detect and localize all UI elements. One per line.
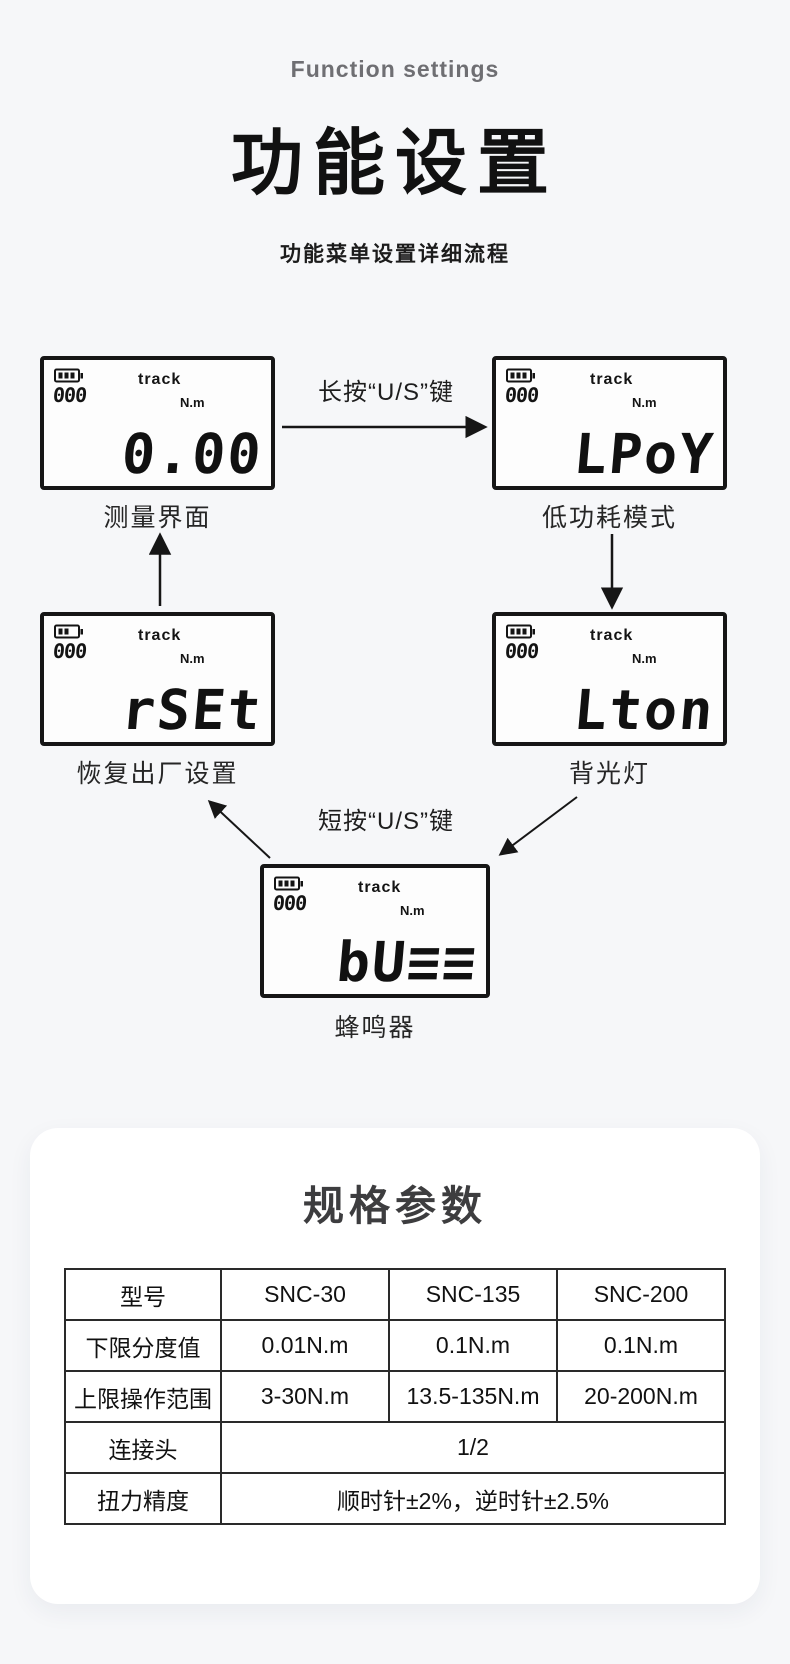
lcd-memory-counter: 000 xyxy=(51,639,88,663)
lcd-panel-reset: 000 track N.m rSEt xyxy=(40,612,275,746)
battery-icon xyxy=(54,368,83,383)
page-title: 功能设置 xyxy=(230,124,559,204)
lcd-mode-indicator: track xyxy=(138,371,182,388)
battery-icon xyxy=(506,624,535,639)
spec-row-label: 下限分度值 xyxy=(64,1319,222,1372)
table-row: 上限操作范围 3-30N.m 13.5-135N.m 20-200N.m xyxy=(64,1370,726,1423)
spec-cell: 0.1N.m xyxy=(556,1319,726,1372)
battery-icon xyxy=(274,876,303,891)
spec-cell: SNC-30 xyxy=(220,1268,390,1321)
specs-table: 型号 SNC-30 SNC-135 SNC-200 下限分度值 0.01N.m … xyxy=(64,1268,726,1525)
battery-icon xyxy=(54,624,83,639)
lcd-panel-measure: 000 track N.m 0.00 xyxy=(40,356,275,490)
lcd-unit-label: N.m xyxy=(180,395,205,410)
spec-cell: SNC-200 xyxy=(556,1268,726,1321)
lcd-main-value: rSEt xyxy=(118,678,265,743)
spec-cell: 3-30N.m xyxy=(220,1370,390,1423)
lcd-panel-backlight: 000 track N.m Lton xyxy=(492,612,727,746)
lcd-caption-reset: 恢复出厂设置 xyxy=(76,760,239,788)
lcd-unit-label: N.m xyxy=(632,651,657,666)
table-row: 连接头 1/2 xyxy=(64,1421,726,1474)
lcd-mode-indicator: track xyxy=(590,627,634,644)
lcd-unit-label: N.m xyxy=(180,651,205,666)
lcd-mode-indicator: track xyxy=(138,627,182,644)
lcd-unit-label: N.m xyxy=(400,903,425,918)
short-press-label: 短按“U/S”键 xyxy=(318,808,454,835)
lcd-main-value: 0.00 xyxy=(118,422,265,487)
lcd-memory-counter: 000 xyxy=(51,383,88,407)
spec-row-label: 扭力精度 xyxy=(64,1472,222,1525)
spec-cell: SNC-135 xyxy=(388,1268,558,1321)
table-row: 扭力精度 顺时针±2%，逆时针±2.5% xyxy=(64,1472,726,1525)
table-row: 型号 SNC-30 SNC-135 SNC-200 xyxy=(64,1268,726,1321)
lcd-caption-backlight: 背光灯 xyxy=(568,760,650,788)
spec-row-label: 型号 xyxy=(64,1268,222,1321)
arrow-backlight-to-buzzer xyxy=(498,796,578,856)
lcd-caption-lowpower: 低功耗模式 xyxy=(541,504,677,532)
lcd-main-value: LPoY xyxy=(570,422,717,487)
header-eyebrow: Function settings xyxy=(290,56,500,82)
battery-icon xyxy=(506,368,535,383)
lcd-panel-buzzer: 000 track N.m bU≡≡ xyxy=(260,864,490,998)
spec-cell-span: 1/2 xyxy=(220,1421,726,1474)
spec-cell-span: 顺时针±2%，逆时针±2.5% xyxy=(220,1472,726,1525)
spec-row-label: 连接头 xyxy=(64,1421,222,1474)
specs-card: 规格参数 型号 SNC-30 SNC-135 SNC-200 下限分度值 0.0… xyxy=(30,1128,760,1604)
spec-cell: 20-200N.m xyxy=(556,1370,726,1423)
lcd-unit-label: N.m xyxy=(632,395,657,410)
lcd-panel-lowpower: 000 track N.m LPoY xyxy=(492,356,727,490)
lcd-caption-measure: 测量界面 xyxy=(103,504,212,532)
long-press-label: 长按“U/S”键 xyxy=(318,379,454,406)
lcd-caption-buzzer: 蜂鸣器 xyxy=(334,1014,416,1042)
specs-title: 规格参数 xyxy=(303,1183,487,1229)
table-row: 下限分度值 0.01N.m 0.1N.m 0.1N.m xyxy=(64,1319,726,1372)
header-subtitle: 功能菜单设置详细流程 xyxy=(280,243,510,266)
flow-arrows xyxy=(148,415,624,859)
lcd-main-value: bU≡≡ xyxy=(333,930,480,995)
lcd-mode-indicator: track xyxy=(590,371,634,388)
arrow-buzzer-to-reset xyxy=(207,799,271,859)
lcd-memory-counter: 000 xyxy=(503,639,540,663)
lcd-main-value: Lton xyxy=(570,678,717,743)
lcd-memory-counter: 000 xyxy=(271,891,308,915)
spec-cell: 0.1N.m xyxy=(388,1319,558,1372)
spec-cell: 0.01N.m xyxy=(220,1319,390,1372)
spec-cell: 13.5-135N.m xyxy=(388,1370,558,1423)
spec-row-label: 上限操作范围 xyxy=(64,1370,222,1423)
lcd-memory-counter: 000 xyxy=(503,383,540,407)
lcd-mode-indicator: track xyxy=(358,879,402,896)
